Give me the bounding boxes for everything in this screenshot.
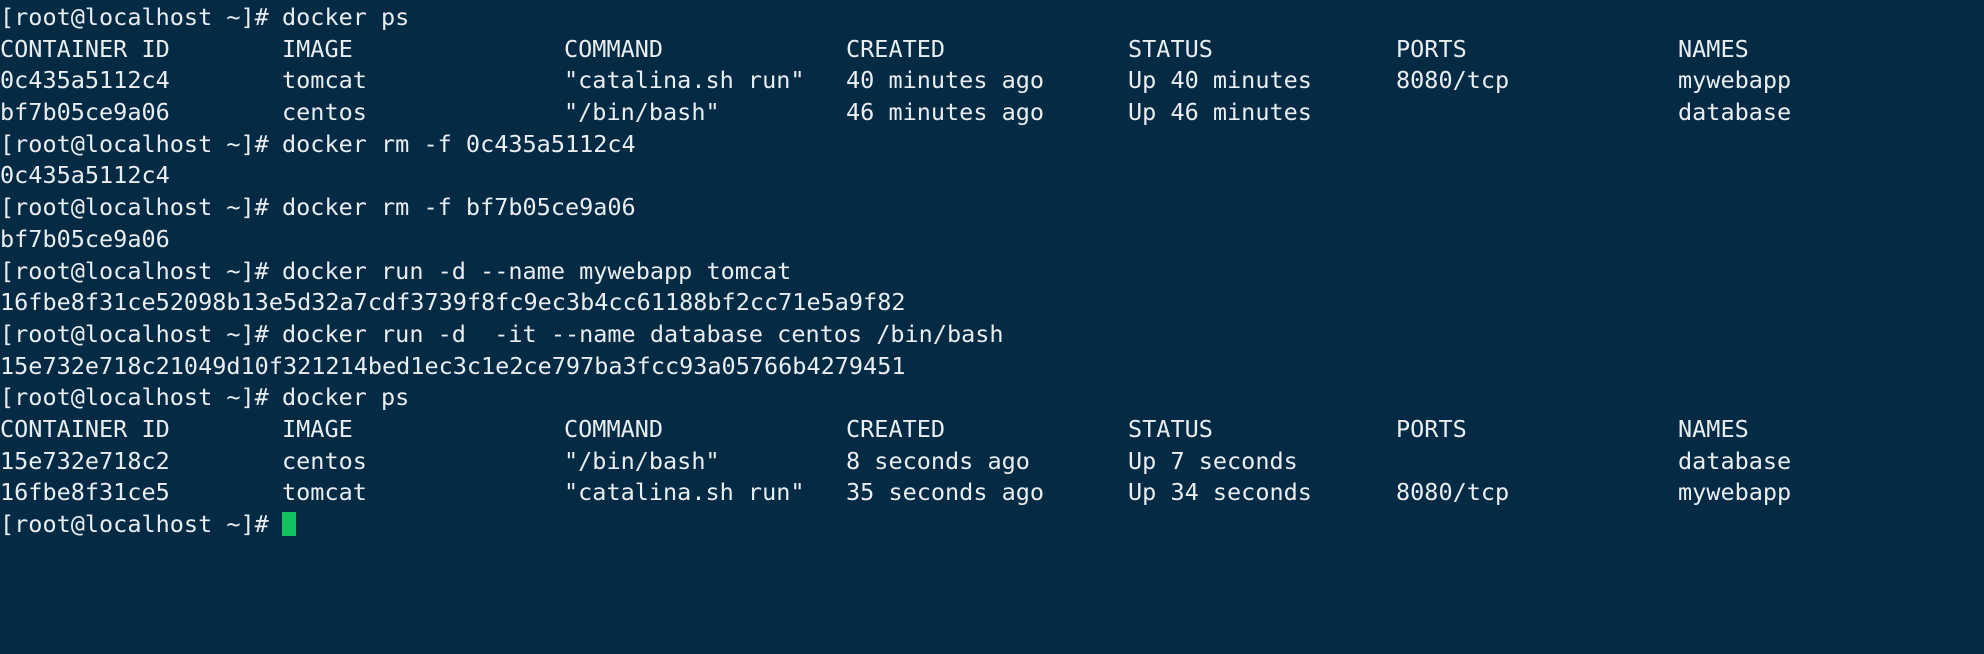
terminal-line-prompt-run-tomcat: [root@localhost ~]# docker run -d --name… [0, 256, 1984, 288]
table-row: 15e732e718c2 centos "/bin/bash" 8 second… [0, 446, 1984, 478]
column-header-image: IMAGE [282, 414, 353, 443]
cell-created: 46 minutes ago [846, 98, 1045, 127]
cell-command: "/bin/bash" [564, 446, 720, 475]
shell-prompt: [root@localhost ~]# [0, 3, 283, 31]
cell-image: tomcat [282, 66, 367, 95]
cell-names: database [1678, 98, 1792, 127]
cell-status: Up 34 seconds [1128, 478, 1312, 507]
terminal-line-prompt-rm-centos: [root@localhost ~]# docker rm -f bf7b05c… [0, 192, 1984, 224]
terminal-cursor[interactable] [282, 509, 296, 541]
output-removed-container-id: bf7b05ce9a06 [0, 224, 170, 253]
shell-prompt: [root@localhost ~]# [0, 510, 283, 538]
table-row: 0c435a5112c4 tomcat "catalina.sh run" 40… [0, 65, 1984, 97]
shell-prompt: [root@localhost ~]# [0, 193, 283, 222]
command-text-rm-centos: docker rm -f bf7b05ce9a06 [282, 193, 636, 222]
shell-prompt: [root@localhost ~]# [0, 256, 283, 285]
output-new-container-id: 16fbe8f31ce52098b13e5d32a7cdf3739f8fc9ec… [0, 288, 906, 317]
column-header-names: NAMES [1678, 414, 1749, 443]
cell-container-id: 0c435a5112c4 [0, 66, 170, 95]
output-removed-container-id: 0c435a5112c4 [0, 161, 170, 190]
cell-command: "catalina.sh run" [564, 478, 805, 507]
terminal-line-prompt-ps-first: [root@localhost ~]# docker ps [0, 2, 1984, 34]
column-header-status: STATUS [1128, 34, 1213, 63]
cell-status: Up 7 seconds [1128, 446, 1298, 475]
command-text-run-tomcat: docker run -d --name mywebapp tomcat [282, 256, 792, 285]
cell-ports: 8080/tcp [1396, 478, 1510, 507]
cell-command: "/bin/bash" [564, 98, 720, 127]
cell-created: 8 seconds ago [846, 446, 1030, 475]
column-header-created: CREATED [846, 414, 946, 443]
cell-ports: 8080/tcp [1396, 66, 1510, 95]
cell-image: centos [282, 98, 367, 127]
command-text-rm-tomcat: docker rm -f 0c435a5112c4 [282, 129, 636, 158]
column-header-created: CREATED [846, 34, 946, 63]
cell-names: database [1678, 446, 1792, 475]
cell-names: mywebapp [1678, 478, 1792, 507]
cell-image: centos [282, 446, 367, 475]
column-header-image: IMAGE [282, 34, 353, 63]
shell-prompt: [root@localhost ~]# [0, 129, 283, 158]
column-header-status: STATUS [1128, 414, 1213, 443]
cell-names: mywebapp [1678, 66, 1792, 95]
column-header-ports: PORTS [1396, 414, 1467, 443]
column-header-container-id: CONTAINER ID [0, 414, 170, 443]
cell-created: 40 minutes ago [846, 66, 1045, 95]
cell-image: tomcat [282, 478, 367, 507]
terminal-line-prompt-run-centos: [root@localhost ~]# docker run -d -it --… [0, 319, 1984, 351]
command-text-run-centos: docker run -d -it --name database centos… [282, 319, 1004, 348]
column-header-ports: PORTS [1396, 34, 1467, 63]
shell-prompt: [root@localhost ~]# [0, 383, 283, 412]
terminal-line-prompt-ps-second: [root@localhost ~]# docker ps [0, 382, 1984, 414]
terminal-line-active-prompt[interactable]: [root@localhost ~]# [0, 509, 1984, 541]
command-text-ps-first: docker ps [282, 3, 410, 31]
column-header-command: COMMAND [564, 34, 664, 63]
cell-status: Up 40 minutes [1128, 66, 1312, 95]
column-header-names: NAMES [1678, 34, 1749, 63]
output-new-container-id: 15e732e718c21049d10f321214bed1ec3c1e2ce7… [0, 351, 906, 380]
command-text-ps-second: docker ps [282, 383, 410, 412]
shell-prompt: [root@localhost ~]# [0, 319, 283, 348]
cell-container-id: 16fbe8f31ce5 [0, 478, 170, 507]
table-row: 16fbe8f31ce5 tomcat "catalina.sh run" 35… [0, 477, 1984, 509]
terminal-line-output-run-tomcat-id: 16fbe8f31ce52098b13e5d32a7cdf3739f8fc9ec… [0, 287, 1984, 319]
cell-status: Up 46 minutes [1128, 98, 1312, 127]
table-row: bf7b05ce9a06 centos "/bin/bash" 46 minut… [0, 97, 1984, 129]
table-header-row-second: CONTAINER ID IMAGE COMMAND CREATED STATU… [0, 414, 1984, 446]
terminal-screen: [root@localhost ~]# docker ps CONTAINER … [0, 2, 1984, 541]
column-header-container-id: CONTAINER ID [0, 34, 170, 63]
terminal-line-output-rm-tomcat: 0c435a5112c4 [0, 160, 1984, 192]
cell-container-id: bf7b05ce9a06 [0, 98, 170, 127]
table-header-row-first: CONTAINER ID IMAGE COMMAND CREATED STATU… [0, 34, 1984, 66]
cell-container-id: 15e732e718c2 [0, 446, 170, 475]
terminal-line-output-run-centos-id: 15e732e718c21049d10f321214bed1ec3c1e2ce7… [0, 351, 1984, 383]
terminal-line-prompt-rm-tomcat: [root@localhost ~]# docker rm -f 0c435a5… [0, 129, 1984, 161]
cell-created: 35 seconds ago [846, 478, 1045, 507]
column-header-command: COMMAND [564, 414, 664, 443]
terminal-line-output-rm-centos: bf7b05ce9a06 [0, 224, 1984, 256]
cell-command: "catalina.sh run" [564, 66, 805, 95]
